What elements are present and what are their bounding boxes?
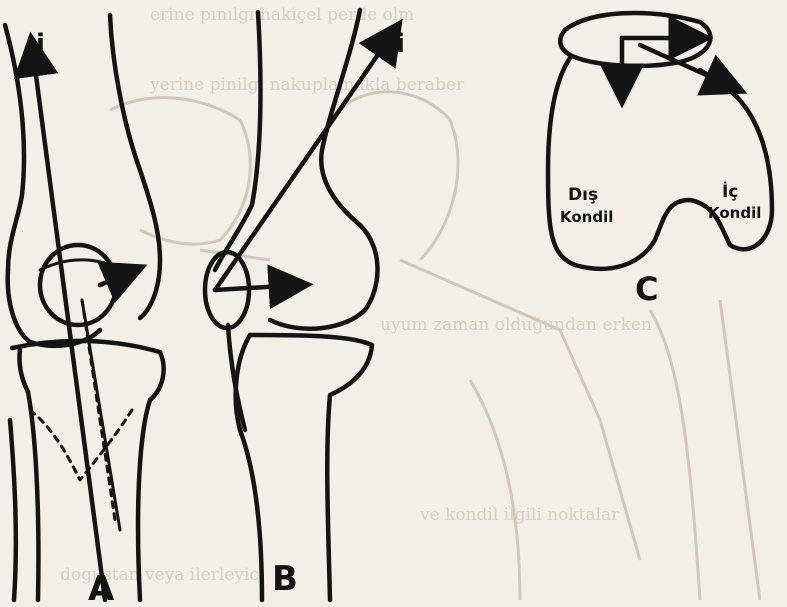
tibia-posterior-outline	[236, 335, 262, 600]
figure-b-lateral-knee: i	[205, 10, 405, 600]
figure-b-label: B	[272, 559, 298, 599]
figure-a-frontal-knee: i	[5, 15, 164, 600]
figure-a-label: A	[88, 569, 115, 607]
tibia-left-outline	[28, 392, 38, 600]
marker-b: i	[396, 29, 405, 59]
tibia-anterior-outline	[250, 335, 372, 600]
marker-a: i	[36, 29, 45, 59]
quadriceps-force-arrow	[215, 30, 395, 290]
fibula-outline	[10, 420, 16, 600]
svg-text:uyum zaman olduğundan erken: uyum zaman olduğundan erken	[380, 315, 652, 335]
femur-anterior-outline	[270, 10, 378, 329]
figure-c-label: C	[635, 270, 658, 308]
outer-condyle-label-1: Dış	[568, 185, 598, 205]
svg-text:ve kondil ilgili noktalar: ve kondil ilgili noktalar	[419, 505, 620, 525]
svg-text:yerine pinilgi nakuplamakla be: yerine pinilgi nakuplamakla beraber	[149, 75, 465, 95]
outer-condyle-label-2: Kondil	[560, 208, 613, 226]
figure-c-axial-view: Dış Kondil İç Kondil	[548, 13, 772, 269]
femur-left-outline	[5, 25, 24, 270]
femur-condyle-outline	[8, 270, 100, 346]
tibial-plateau	[12, 341, 164, 400]
inner-condyle-label-2: Kondil	[708, 204, 761, 222]
inner-condyle-label-1: İç	[722, 180, 738, 202]
tibial-axis-line	[82, 300, 120, 530]
resultant-force-arrow	[215, 285, 300, 290]
femur-right-outline	[110, 15, 160, 318]
femoral-condyles	[548, 58, 772, 269]
svg-text:erine pınılgı hakiçel perde ol: erine pınılgı hakiçel perde olm	[150, 5, 414, 25]
